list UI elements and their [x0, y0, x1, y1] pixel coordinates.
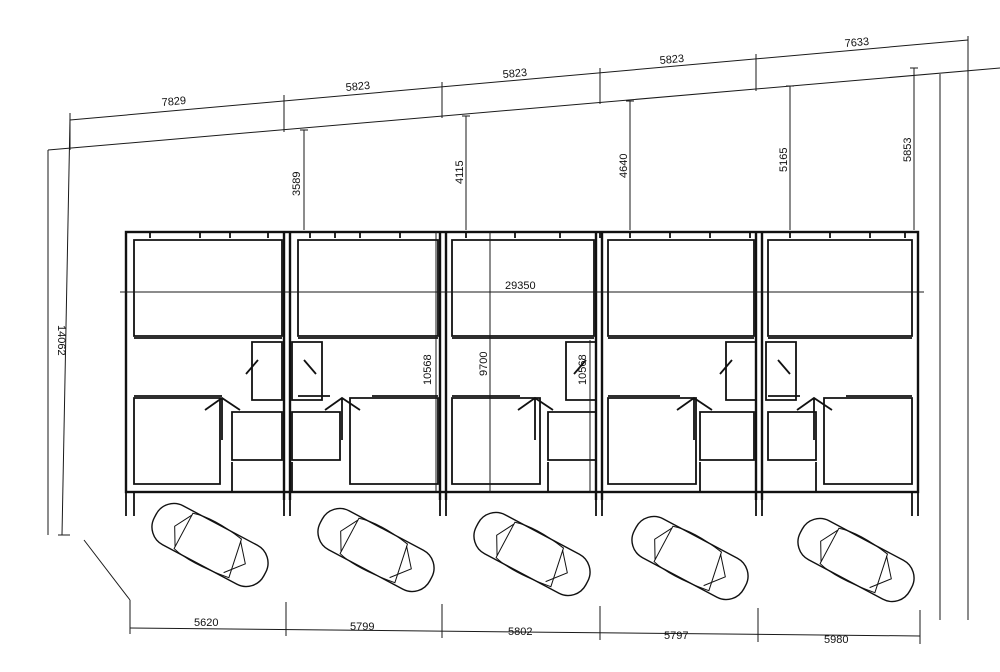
top-dim-1: 7829 [161, 95, 186, 109]
setback-3: 4640 [618, 154, 630, 178]
overall-width-label: 29350 [505, 280, 536, 292]
setback-dimensions: 3589 4115 4640 5165 5853 [291, 67, 918, 230]
setback-5: 5853 [902, 138, 914, 162]
car-5 [797, 517, 915, 603]
bottom-dim-4: 5797 [664, 630, 688, 642]
top-dim-3: 5823 [502, 67, 527, 81]
overall-depth-label: 14062 [55, 325, 67, 356]
bottom-dim-5: 5980 [824, 634, 848, 646]
bottom-dim-2: 5799 [350, 621, 374, 633]
bottom-dim-3: 5802 [508, 626, 532, 638]
internal-dim-2: 9700 [478, 352, 490, 376]
bottom-dimension-chain: 5620 5799 5802 5797 5980 [129, 600, 921, 646]
top-dim-2: 5823 [345, 80, 370, 94]
top-dim-4: 5823 [659, 53, 684, 67]
car-1 [151, 502, 269, 588]
top-dim-5: 7633 [844, 36, 869, 50]
townhouse-block [124, 230, 920, 516]
overall-width-dimension: 29350 [120, 280, 924, 293]
setback-1: 3589 [291, 172, 303, 196]
setback-4: 5165 [778, 148, 790, 172]
car-3 [473, 511, 591, 597]
left-depth-dimension: 14062 [47, 117, 131, 601]
car-2 [317, 507, 435, 593]
bottom-dim-1: 5620 [194, 617, 218, 629]
car-4 [631, 515, 749, 601]
internal-dimensions: 10568 9700 10568 [422, 352, 589, 385]
internal-dim-3: 10568 [577, 354, 589, 385]
internal-dim-1: 10568 [422, 354, 434, 385]
setback-2: 4115 [454, 160, 466, 184]
top-dimension-chain: 7829 5823 5823 5823 7633 [47, 36, 1000, 151]
parking-cars [151, 502, 915, 603]
right-boundary [939, 72, 969, 620]
